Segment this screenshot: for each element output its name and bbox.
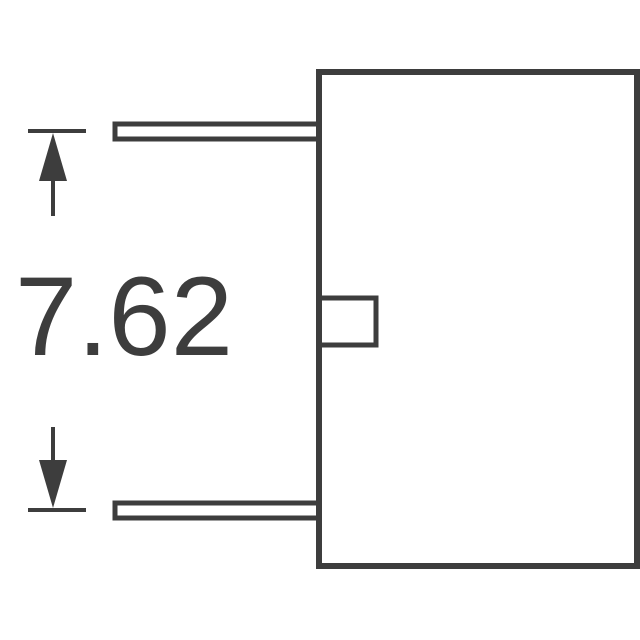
dimension-arrow-down-head xyxy=(39,460,67,508)
dimension-arrow-up-head xyxy=(39,133,67,181)
dimension-value-label: 7.62 xyxy=(15,254,233,379)
body-key-tab xyxy=(322,295,379,348)
lead-bottom xyxy=(112,500,322,521)
component-body xyxy=(316,69,640,569)
lead-top xyxy=(112,121,322,142)
